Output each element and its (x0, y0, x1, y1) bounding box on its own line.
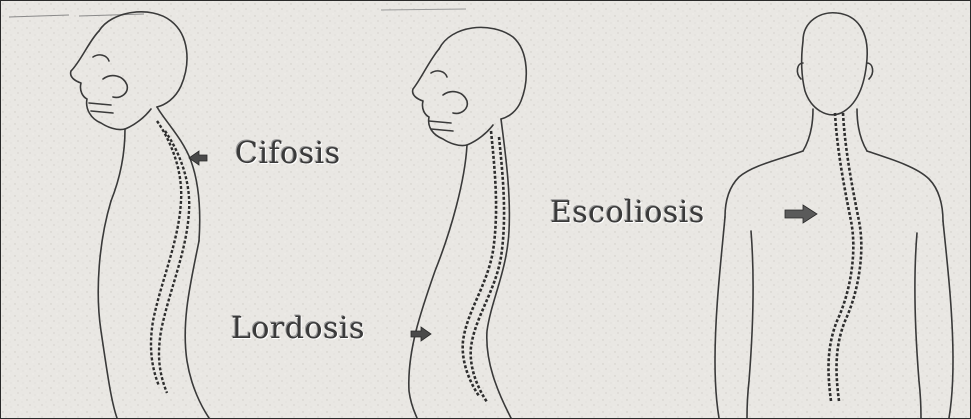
arrow-right-icon (409, 325, 433, 343)
arrow-left-icon (187, 149, 209, 167)
scoliosis-figure (691, 1, 961, 418)
scoliosis-label: Escoliosis (550, 195, 705, 230)
lordosis-label: Lordosis (231, 311, 365, 346)
kyphosis-figure (41, 1, 271, 418)
arrow-right-icon (783, 203, 819, 225)
kyphosis-label: Cifosis (235, 136, 341, 171)
